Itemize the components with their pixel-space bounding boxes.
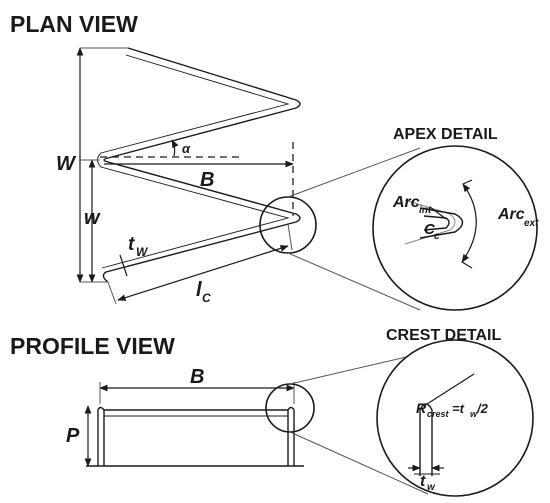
- tw-main: t: [128, 234, 135, 255]
- arc-ext-main: Arc: [497, 206, 525, 223]
- plan-view-title: PLAN VIEW: [10, 11, 138, 37]
- arc-int-sub: int: [419, 205, 432, 216]
- apex-detail: APEX DETAIL Arc ext Arc int C c: [287, 126, 539, 311]
- dimension-B-label: B: [200, 169, 214, 191]
- tw-sub: W: [136, 245, 149, 259]
- alpha-label: α: [182, 141, 191, 156]
- cc-main: C: [424, 221, 436, 238]
- dimension-W-label: W: [56, 153, 77, 175]
- arc-int-leader: [429, 206, 447, 220]
- dimension-w-label: w: [84, 207, 101, 229]
- crest-detail: CREST DETAIL R crest =t w /2 t w: [289, 327, 534, 497]
- profile-wall-right: [287, 406, 295, 466]
- apex-ghost-outer: [404, 199, 456, 245]
- plan-wall-inner: [97, 54, 290, 269]
- crest-tw-main: t: [420, 473, 426, 490]
- r-eq-sub: w: [470, 409, 478, 419]
- arc-ext-tick-top: [462, 179, 473, 185]
- arc-ext-tick-bottom: [461, 261, 473, 269]
- crest-wall: [419, 403, 433, 476]
- arc-ext-arrow: [461, 183, 477, 263]
- apex-wall-inner: [423, 215, 450, 231]
- alpha-arc: [171, 139, 179, 157]
- cc-sub: c: [434, 231, 440, 242]
- r-tail: /2: [476, 401, 489, 416]
- crest-detail-title: CREST DETAIL: [386, 327, 501, 344]
- dimension-lc-line: [117, 245, 289, 301]
- crest-detail-circle: [376, 339, 534, 497]
- tw-leader: [119, 254, 128, 277]
- plan-wall-outer: [102, 47, 301, 283]
- arc-ext-sub: ext: [524, 218, 539, 229]
- profile-wall-left: [97, 406, 105, 466]
- crest-tw-sub: w: [427, 482, 436, 493]
- radius-leader: [426, 373, 475, 405]
- profile-view: PROFILE VIEW B P: [10, 333, 315, 467]
- apex-detail-circle: [372, 145, 538, 311]
- dimension-lc-main: l: [196, 279, 202, 301]
- apex-tangent-top: [287, 147, 421, 198]
- dimension-lc-sub: C: [202, 291, 211, 305]
- profile-dimension-B-label: B: [190, 366, 204, 388]
- r-eq-main: =t: [452, 401, 465, 416]
- dimension-P-label: P: [66, 425, 80, 447]
- crest-tangent-bottom: [289, 431, 429, 495]
- lc-extension-left: [107, 281, 117, 305]
- lc-extension-right: [287, 223, 293, 251]
- profile-view-title: PROFILE VIEW: [10, 333, 175, 359]
- plan-view: PLAN VIEW W w B α t W l C: [10, 11, 317, 305]
- apex-tangent-bottom: [287, 252, 421, 311]
- r-main: R: [416, 400, 427, 416]
- r-sub: crest: [427, 409, 450, 419]
- apex-detail-title: APEX DETAIL: [393, 126, 498, 143]
- arc-int-main: Arc: [392, 194, 420, 211]
